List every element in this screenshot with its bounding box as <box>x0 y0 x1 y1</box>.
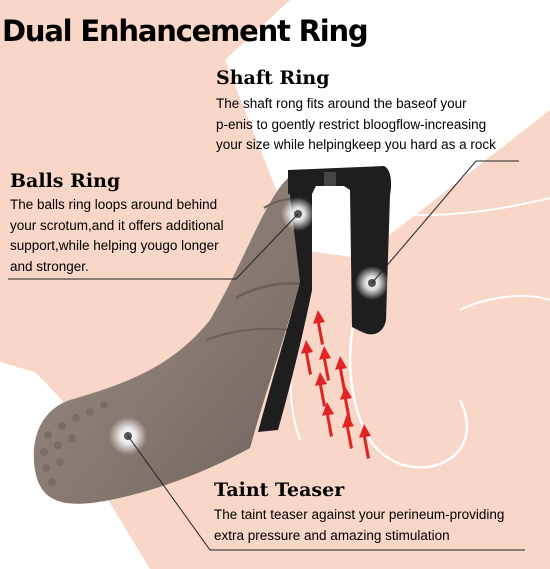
ring-strap <box>258 178 312 432</box>
shaft-ring-heading: Shaft Ring <box>216 67 330 89</box>
description-line: your scrotum,and it offers additional <box>10 217 224 233</box>
description-line: support,while helping yougo longer <box>10 238 219 253</box>
product-ridge <box>235 282 304 300</box>
description-line: p-enis to goently restrict bloogflow-inc… <box>216 116 487 132</box>
balls-ring-leader <box>8 213 299 280</box>
up-arrow <box>301 310 371 459</box>
description-line: The taint teaser against your perineum-p… <box>214 507 505 522</box>
taint-teaser-description: The taint teaser against your perineum-p… <box>214 505 504 546</box>
shaft-ring-leader <box>371 160 519 284</box>
page-title: Dual Enhancement Ring <box>2 14 369 48</box>
taint-teaser-leader <box>127 435 525 551</box>
ring-notch <box>324 172 336 186</box>
product-body <box>33 178 301 504</box>
description-line: your size while helpingkeep you hard as … <box>216 137 496 152</box>
product-texture <box>40 401 108 486</box>
balls-ring-description: The balls ring loops around behind your … <box>10 195 224 277</box>
description-line: and stronger. <box>10 258 89 274</box>
scrotum-outline <box>348 299 469 469</box>
description-line: The shaft rong fits around the baseof yo… <box>216 96 467 111</box>
product-ridge <box>205 327 293 341</box>
taint-teaser-heading: Taint Teaser <box>214 479 345 501</box>
balls-ring-heading: Balls Ring <box>10 170 121 192</box>
description-line: extra pressure and amazing stimulation <box>214 527 450 543</box>
shaft-ring-description: The shaft rong fits around the baseof yo… <box>216 94 496 156</box>
body-outline <box>459 294 550 311</box>
description-line: The balls ring loops around behind <box>10 197 218 212</box>
